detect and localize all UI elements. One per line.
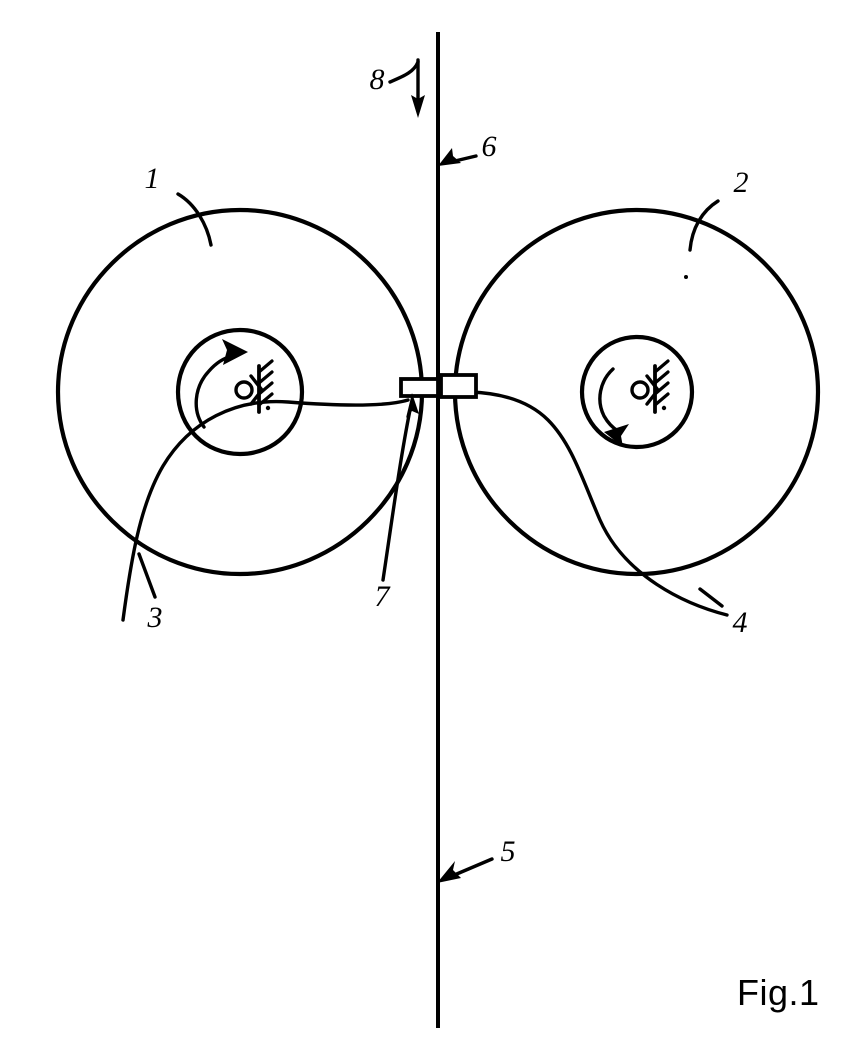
leader-1 [176, 192, 213, 247]
right-hatch-2 [653, 370, 670, 385]
ref-numeral-4: 4 [733, 606, 748, 639]
ref-numeral-6: 6 [482, 130, 497, 163]
left-wheel-group [55, 207, 425, 622]
left-hatch-1 [257, 359, 274, 374]
scan-speck [684, 275, 688, 279]
left-hatch-4 [257, 392, 274, 407]
right-hatch-dot [661, 405, 667, 411]
right-involute-curve [468, 390, 729, 617]
direction-arrow-head [411, 95, 425, 118]
right-wheel-group [452, 207, 821, 617]
ref-numeral-1: 1 [145, 162, 160, 195]
left-hub-circle [175, 327, 305, 457]
leader-2 [688, 199, 720, 252]
left-hatch-3 [257, 381, 274, 396]
leader-7-arrowhead [406, 393, 419, 418]
figure-caption: Fig.1 [737, 972, 820, 1013]
direction-arrow-group [388, 58, 425, 118]
right-axle-ground-symbol [630, 359, 670, 414]
ref-numeral-2: 2 [734, 166, 749, 199]
leader-3 [137, 552, 157, 599]
contact-element-right-box [439, 373, 478, 399]
right-hatch-3 [653, 381, 670, 396]
leader-8 [388, 60, 420, 84]
leader-5 [450, 857, 494, 878]
contact-element-group [399, 373, 478, 399]
leader-7 [381, 408, 412, 582]
left-rotation-arc [194, 354, 234, 429]
leader-lines-group [137, 148, 724, 883]
right-hatch-1 [653, 359, 670, 374]
ref-numeral-3: 3 [147, 601, 163, 634]
reference-numerals-group: 1 2 3 4 5 6 7 8 [145, 63, 749, 868]
contact-element-left-box [399, 377, 440, 398]
left-axle-ground-symbol [234, 359, 274, 414]
ref-numeral-8: 8 [370, 63, 385, 96]
left-hatch-dot [265, 405, 271, 411]
right-wheel-outer-circle [452, 207, 821, 577]
leader-4 [698, 587, 724, 608]
leader-6 [453, 154, 478, 163]
right-rotation-arc [598, 367, 620, 433]
right-hatch-4 [653, 392, 670, 407]
left-axle-circle [234, 380, 254, 400]
left-rotation-arrowhead [222, 339, 248, 365]
leader-6-arrowhead [438, 148, 461, 166]
leader-5-arrowhead [437, 861, 461, 883]
right-rotation-arrowhead [604, 424, 629, 447]
ref-numeral-7: 7 [375, 580, 392, 613]
left-involute-curve [121, 398, 410, 622]
ref-numeral-5: 5 [501, 835, 516, 868]
right-hub-circle [579, 334, 695, 450]
left-hatch-2 [257, 370, 274, 385]
left-wheel-outer-circle [55, 207, 425, 577]
right-axle-circle [630, 380, 650, 400]
